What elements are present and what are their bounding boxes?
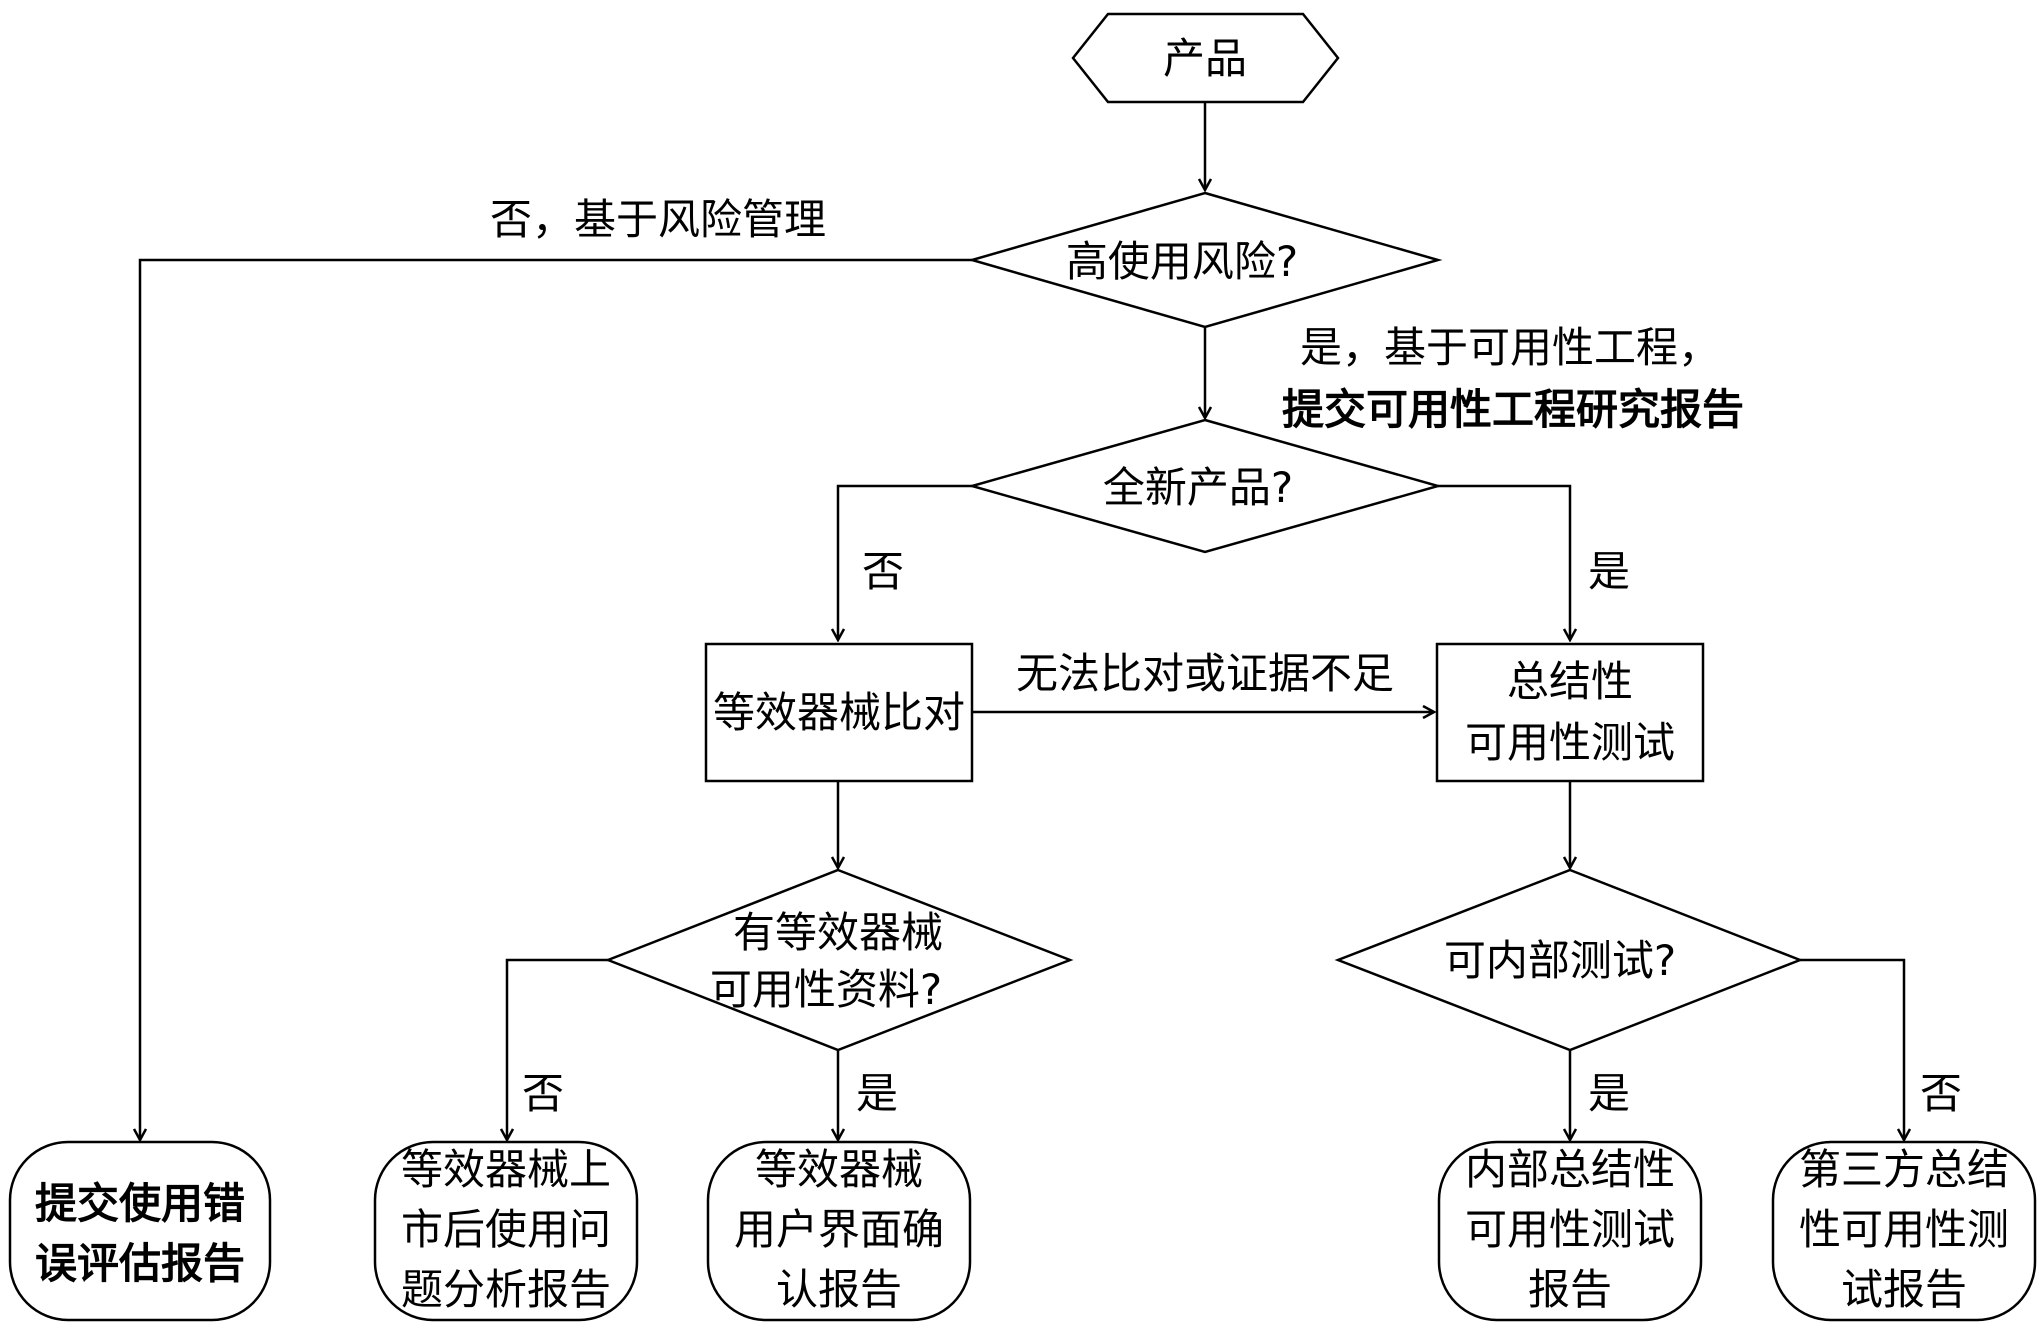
edge-label-data-no: 否 xyxy=(522,1069,564,1118)
third-party-report-box xyxy=(1771,1140,2037,1322)
third-party-report-line2: 性可用性测 xyxy=(1799,1205,2009,1254)
equiv-data-decision-shape xyxy=(604,868,1074,1052)
new-product-label: 全新产品? xyxy=(1103,463,1293,512)
edge-label-internal-no: 否 xyxy=(1920,1069,1962,1118)
internal-report-line2: 可用性测试 xyxy=(1465,1205,1675,1254)
equiv-compare-box xyxy=(704,642,974,783)
internal-test-label: 可内部测试? xyxy=(1444,936,1676,985)
post-market-report-line2: 市后使用问 xyxy=(401,1205,611,1254)
third-party-report-line1: 第三方总结 xyxy=(1799,1145,2009,1194)
product-label: 产品 xyxy=(1163,34,1247,83)
edge-label-new-yes: 是 xyxy=(1588,547,1630,596)
ui-confirm-report-line3: 认报告 xyxy=(776,1265,902,1314)
ui-confirm-report-line2: 用户界面确 xyxy=(734,1205,944,1254)
internal-test-decision-shape xyxy=(1334,868,1804,1052)
error-eval-report-line1: 提交使用错 xyxy=(35,1179,245,1228)
post-market-report-box xyxy=(373,1140,639,1322)
summative-test-box xyxy=(1435,642,1705,783)
edge-label-no-risk-mgmt: 否，基于风险管理 xyxy=(490,195,826,244)
summative-test-label-line1: 总结性 xyxy=(1507,657,1633,706)
ui-confirm-report-line1: 等效器械 xyxy=(755,1145,923,1194)
error-eval-report-box xyxy=(8,1140,272,1322)
edge-new-no-to-equiv xyxy=(838,484,972,640)
post-market-report-line3: 题分析报告 xyxy=(401,1265,611,1314)
high-risk-decision-shape xyxy=(967,191,1443,329)
equiv-data-label-line1: 有等效器械 xyxy=(733,908,943,957)
internal-report-box xyxy=(1437,1140,1703,1322)
edge-risk-no-to-error-report xyxy=(140,258,972,1140)
edge-label-data-yes: 是 xyxy=(856,1069,898,1118)
internal-report-line1: 内部总结性 xyxy=(1465,1145,1675,1194)
edge-label-yes-usability-line1: 是，基于可用性工程， xyxy=(1300,323,1720,372)
edge-data-no-to-postmarket xyxy=(507,958,608,1140)
edge-label-internal-yes: 是 xyxy=(1588,1069,1630,1118)
edge-internal-no-to-third-party xyxy=(1800,958,1904,1140)
high-risk-label: 高使用风险? xyxy=(1066,237,1298,286)
equiv-compare-label: 等效器械比对 xyxy=(713,688,965,737)
ui-confirm-report-box xyxy=(706,1140,972,1322)
internal-report-line3: 报告 xyxy=(1528,1265,1612,1314)
third-party-report-line3: 试报告 xyxy=(1841,1265,1967,1314)
edge-label-cannot-compare: 无法比对或证据不足 xyxy=(1016,649,1394,698)
product-start-shape xyxy=(1071,12,1340,104)
summative-test-label-line2: 可用性测试 xyxy=(1465,718,1675,767)
equiv-data-label-line2: 可用性资料? xyxy=(710,965,942,1014)
edge-label-yes-usability-line2: 提交可用性工程研究报告 xyxy=(1282,385,1744,434)
edge-new-yes-to-summative xyxy=(1438,484,1570,640)
error-eval-report-line2: 误评估报告 xyxy=(35,1239,245,1288)
edge-label-new-no: 否 xyxy=(862,547,904,596)
new-product-decision-shape xyxy=(967,418,1443,554)
post-market-report-line1: 等效器械上 xyxy=(401,1145,611,1194)
